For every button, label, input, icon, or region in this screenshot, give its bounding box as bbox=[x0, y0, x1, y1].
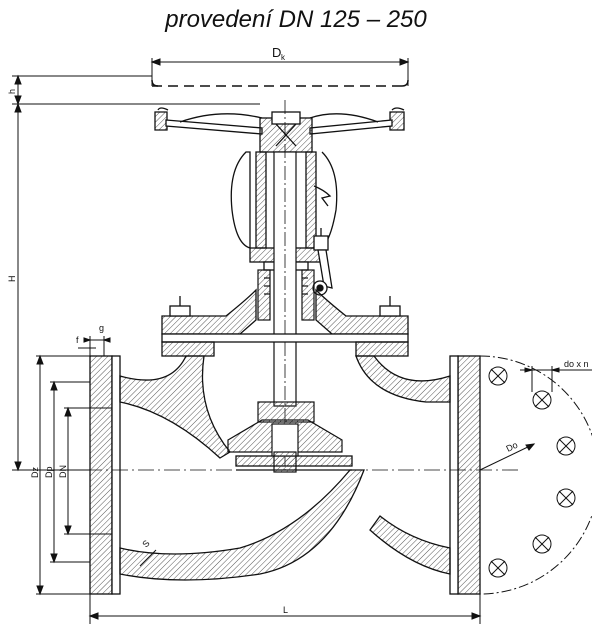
length-dimension bbox=[88, 594, 482, 624]
diameter-dims bbox=[36, 354, 112, 596]
bolt-circle bbox=[479, 355, 592, 595]
handwheel-outline bbox=[151, 79, 409, 87]
dk-dimension bbox=[150, 58, 410, 86]
bolt-hole bbox=[556, 436, 576, 456]
do-label: Do bbox=[504, 440, 519, 454]
bolt-hole bbox=[488, 558, 508, 578]
s-label: S bbox=[140, 538, 151, 549]
stuffing-box bbox=[257, 269, 315, 321]
g-label: g bbox=[99, 323, 104, 333]
dz-label: Dz bbox=[30, 467, 40, 478]
bolt-hole bbox=[532, 534, 552, 554]
bolt-hole bbox=[532, 390, 552, 410]
flange-thickness-dims bbox=[78, 336, 111, 356]
H-label: H bbox=[7, 276, 17, 283]
handwheel bbox=[154, 107, 405, 153]
do-x-n-label: do x n bbox=[564, 359, 589, 369]
s-leader bbox=[139, 549, 157, 567]
dk-label: D bbox=[272, 45, 281, 60]
hole-size-dimension bbox=[520, 366, 592, 392]
bolt-holes bbox=[488, 366, 576, 578]
bolt-hole bbox=[488, 366, 508, 386]
bolt-hole bbox=[556, 488, 576, 508]
bonnet bbox=[161, 288, 409, 357]
f-label: f bbox=[76, 335, 79, 345]
dp-label: Dp bbox=[44, 466, 54, 478]
dk-subscript: k bbox=[281, 53, 286, 62]
drawing-title: provedení DN 125 – 250 bbox=[165, 6, 427, 33]
disc bbox=[227, 401, 343, 473]
height-dimensions bbox=[12, 74, 260, 472]
dn-label: DN bbox=[58, 465, 68, 478]
L-label: L bbox=[283, 605, 288, 615]
h-label: h bbox=[7, 89, 17, 94]
